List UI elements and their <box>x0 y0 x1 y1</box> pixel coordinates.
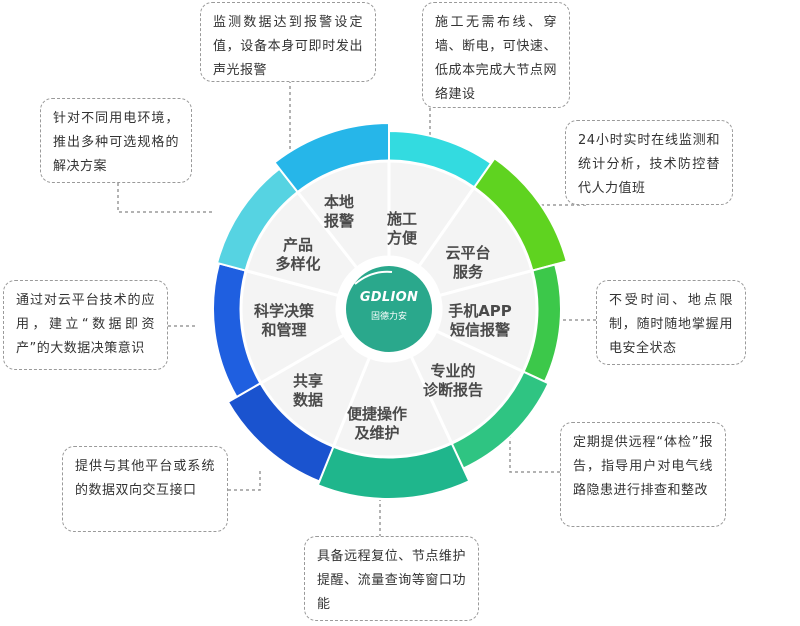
logo-swoosh <box>354 270 393 285</box>
segment-label-local-alarm: 本地 报警 <box>323 193 354 230</box>
connector-share <box>228 470 261 491</box>
segment-label-decision-management: 科学决策 和管理 <box>253 302 314 339</box>
connector-diversity <box>117 183 212 213</box>
segment-label-shared-data: 共享 数据 <box>292 372 323 409</box>
callout-diagnosis-report: 定期提供远程“体检”报告，指导用户对电气线路隐患进行排查和整改 <box>560 422 726 527</box>
segment-label-easy-install: 施工 方便 <box>386 210 417 247</box>
callout-easy-install: 施工无需布线、穿墙、断电，可快速、低成本完成大节点网络建设 <box>422 2 570 108</box>
segment-label-product-diversity: 产品 多样化 <box>275 236 321 273</box>
callout-shared-data: 提供与其他平台或系统的数据双向交互接口 <box>62 446 228 532</box>
callout-app-sms-alarm: 不受时间、地点限制，随时随地掌握用电安全状态 <box>596 280 746 365</box>
segment-label-diagnosis-report: 专业的 诊断报告 <box>422 362 483 399</box>
callout-cloud-service: 24小时实时在线监测和统计分析，技术防控替代人力值班 <box>565 120 733 205</box>
inner-segments <box>239 159 539 459</box>
logo-circle <box>346 266 432 352</box>
segment-label-cloud-service: 云平台 服务 <box>445 244 491 281</box>
callout-product-diversity: 针对不同用电环境，推出多种可选规格的解决方案 <box>40 98 192 183</box>
segment-label-app-sms-alarm: 手机APP 短信报警 <box>448 302 512 339</box>
logo-subtitle: 固德力安 <box>370 312 407 322</box>
logo-brand: GDLION <box>359 290 419 305</box>
logo-disc <box>337 257 441 361</box>
callout-easy-maintain: 具备远程复位、节点维护提醒、流量查询等窗口功能 <box>304 536 479 621</box>
callout-local-alarm: 监测数据达到报警设定值，设备本身可即时发出声光报警 <box>200 2 376 82</box>
callout-decision-management: 通过对云平台技术的应用，建立“数据即资产”的大数据决策意识 <box>3 280 168 370</box>
segment-label-easy-maintain: 便捷操作 及维护 <box>346 405 407 442</box>
